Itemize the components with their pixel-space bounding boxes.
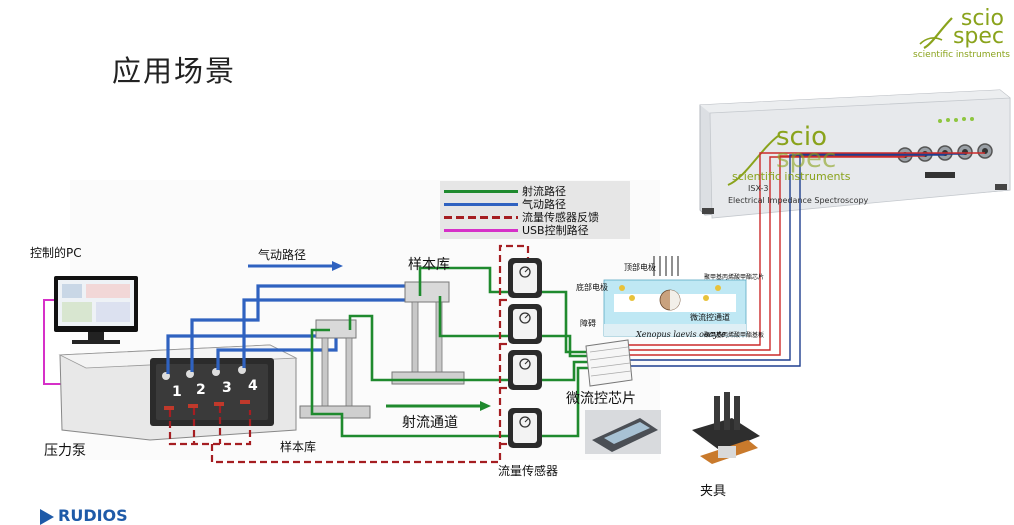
sd-slot	[925, 172, 955, 178]
pressure-pump	[58, 344, 298, 441]
chip-cross-section	[603, 256, 747, 337]
led-icon	[954, 118, 958, 122]
electrode-dot	[629, 295, 635, 301]
label-pressure-pump: 压力泵	[44, 443, 86, 459]
legend-swatch	[444, 229, 518, 232]
pump-channel-4: 4	[248, 378, 258, 394]
fixture-photo	[692, 392, 760, 464]
flow-sensor-2	[508, 304, 542, 344]
led-icon	[938, 119, 942, 123]
label-top-electrode: 顶部电极	[624, 263, 656, 272]
control-pc	[54, 276, 138, 344]
legend-label: 气动路径	[522, 198, 566, 211]
legend-label: USB控制路径	[522, 224, 589, 237]
instrument-swoosh-icon	[727, 135, 779, 186]
legend-swatch	[444, 216, 518, 219]
electrode-dot	[715, 285, 721, 291]
flow-sensor-1	[508, 258, 542, 298]
legend-label: 射流路径	[522, 185, 566, 198]
instrument-brand-spec: spec	[776, 144, 837, 174]
label-jet-channel: 射流通道	[402, 415, 458, 431]
electrode-dot	[703, 295, 709, 301]
led-icon	[946, 118, 950, 122]
led-icon	[962, 117, 966, 121]
bnc-connectors	[897, 143, 993, 163]
led-icon	[970, 117, 974, 121]
flow-sensor-3	[508, 350, 542, 390]
legend-swatch	[444, 203, 518, 206]
logo-tagline: scientific instruments	[913, 50, 1010, 60]
jet-arrow-icon	[386, 401, 491, 411]
label-note-bottom: 聚甲基丙烯酸甲酯基板	[704, 332, 765, 339]
label-oocyte: Xenopus laevis oocyte	[636, 330, 726, 339]
label-bottom-electrode: 底部电极	[576, 283, 608, 292]
label-sample-bank-top: 样本库	[408, 257, 450, 273]
electrode-cables	[600, 152, 985, 367]
label-fixture: 夹具	[700, 484, 727, 499]
label-microchannel: 微流控通道	[690, 313, 730, 322]
footer-arrow-icon	[40, 508, 54, 525]
footer-logo: RUDIOS	[40, 506, 128, 525]
chip-stage-photo	[585, 410, 661, 454]
flow-sensor-4	[508, 408, 542, 448]
pump-channel-3: 3	[222, 380, 232, 396]
flow-arrows-icon	[653, 256, 679, 276]
label-barrier: 障碍	[580, 319, 596, 328]
instrument-model: ISX-3	[748, 184, 769, 193]
label-note-top: 聚甲基丙烯酸甲酯芯片	[704, 274, 765, 281]
electrode-dot	[619, 285, 625, 291]
pump-channel-2: 2	[196, 382, 206, 398]
label-pc: 控制的PC	[30, 246, 82, 260]
label-pneumatic-path: 气动路径	[258, 248, 307, 262]
jet-paths	[310, 266, 590, 438]
label-sample-bank-bottom: 样本库	[280, 440, 317, 454]
pump-channel-1: 1	[172, 384, 182, 400]
legend-label: 流量传感器反馈	[522, 211, 599, 224]
label-flow-sensor: 流量传感器	[498, 464, 559, 478]
instrument-brand-scio: scio	[776, 122, 827, 152]
legend: 射流路径 气动路径 流量传感器反馈 USB控制路径	[440, 181, 630, 239]
instrument-product: Electrical Impedance Spectroscopy	[728, 196, 869, 205]
flow-feedback-paths	[168, 244, 530, 464]
flow-sensors	[508, 258, 542, 448]
microfluidic-chip	[585, 339, 633, 387]
scio-spec-logo: scio spec scientific instruments	[913, 6, 1010, 64]
footer-logo-text: RUDIOS	[58, 506, 128, 525]
pneumatic-arrow-icon	[248, 261, 343, 271]
logo-text-scio: scio	[960, 6, 1004, 31]
legend-swatch	[444, 190, 518, 193]
logo-text-spec: spec	[952, 24, 1004, 49]
page-title: 应用场景	[112, 54, 237, 88]
label-microfluidic-chip: 微流控芯片	[566, 391, 636, 407]
instrument-brand-tagline: scientific instruments	[732, 170, 851, 183]
logo-swoosh-icon	[919, 17, 953, 49]
